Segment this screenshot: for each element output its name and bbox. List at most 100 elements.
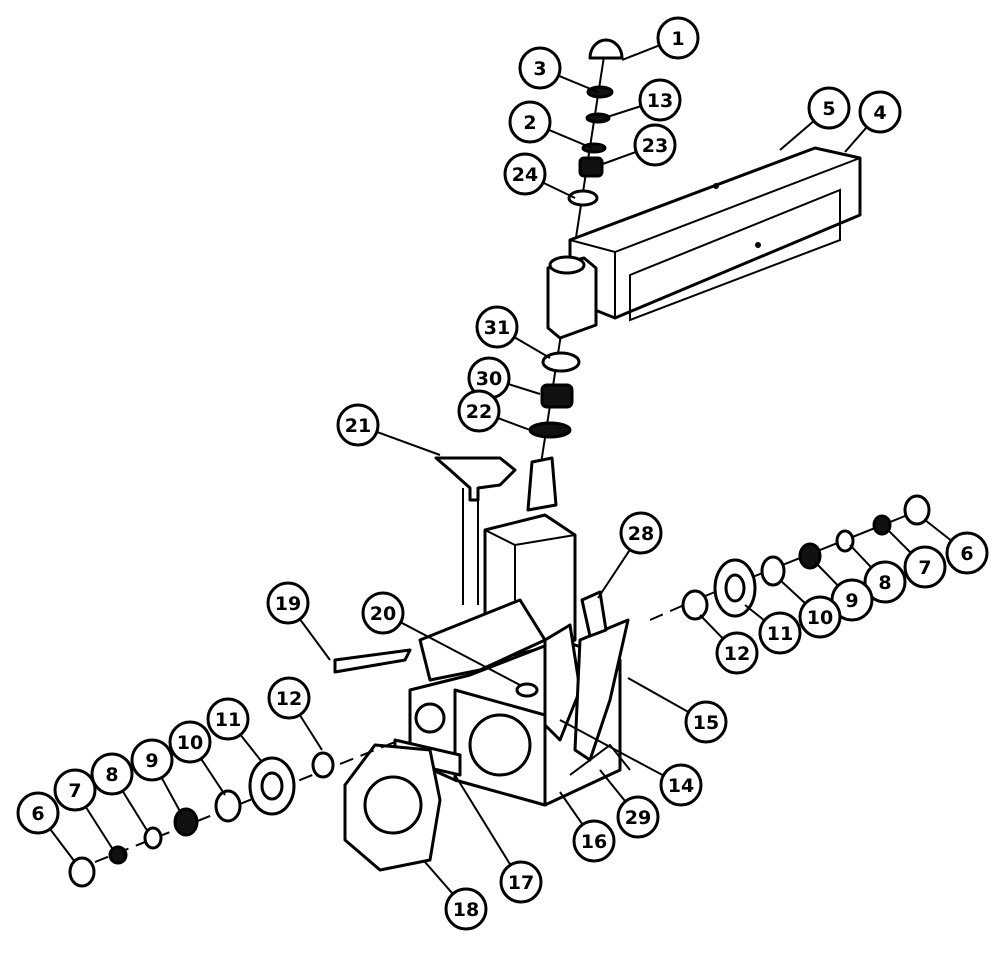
callout-leader — [597, 549, 631, 599]
part-clip-28 — [580, 590, 608, 638]
callout-circle — [656, 16, 700, 60]
callout-label: 14 — [668, 775, 694, 797]
callout-12: 12 — [699, 614, 759, 675]
callout-22: 22 — [457, 389, 531, 433]
callout-circle — [168, 720, 212, 764]
callout-4: 4 — [844, 90, 902, 153]
flange-hole-left — [260, 771, 284, 801]
callout-label: 10 — [807, 607, 833, 629]
callout-circle — [572, 819, 616, 863]
callout-label: 13 — [647, 90, 673, 112]
callout-label: 11 — [767, 623, 793, 645]
callout-circle — [508, 100, 552, 144]
part-washer-13 — [585, 112, 611, 124]
callout-label: 30 — [476, 368, 502, 390]
callout-12: 12 — [267, 676, 323, 751]
callout-circle — [684, 700, 728, 744]
callout-7: 7 — [887, 529, 947, 589]
callout-label: 10 — [177, 732, 203, 754]
callout-label: 17 — [508, 872, 534, 894]
callout-7: 7 — [53, 768, 113, 849]
part-ring-12-left — [311, 751, 335, 779]
callout-label: 24 — [512, 164, 538, 186]
callout-label: 12 — [276, 688, 302, 710]
callout-8: 8 — [849, 544, 907, 604]
callout-circle — [457, 389, 501, 433]
callout-16: 16 — [559, 791, 616, 863]
callout-2: 2 — [508, 100, 593, 149]
callout-circle — [518, 46, 562, 90]
part-head-housing — [568, 146, 862, 320]
callout-9: 9 — [814, 561, 874, 622]
callout-leader — [627, 677, 690, 714]
callout-28: 28 — [597, 511, 663, 599]
gearbox-bore — [468, 713, 532, 777]
callout-label: 28 — [628, 523, 654, 545]
callout-label: 8 — [105, 764, 118, 786]
callout-leader — [887, 529, 912, 554]
housing-panel — [629, 188, 841, 322]
callout-label: 22 — [466, 401, 492, 423]
callout-leader — [424, 861, 454, 895]
callout-circle — [266, 581, 310, 625]
part-seal-10-left — [214, 789, 242, 823]
callout-24: 24 — [503, 152, 576, 199]
part-bushing-31 — [541, 351, 581, 373]
callout-label: 12 — [724, 643, 750, 665]
callout-circle — [638, 78, 682, 122]
callout-leader — [779, 579, 806, 605]
callout-leader — [844, 126, 868, 153]
callout-label: 7 — [918, 557, 931, 579]
callout-label: 4 — [873, 102, 886, 124]
callout-circle — [807, 86, 851, 130]
callout-leader — [84, 806, 113, 849]
callout-5: 5 — [779, 86, 851, 151]
callout-leader — [779, 120, 815, 151]
callout-leader — [699, 614, 724, 640]
callout-3: 3 — [518, 46, 599, 93]
callout-leader — [121, 790, 149, 833]
flange-hole-right — [724, 573, 746, 603]
callout-leader — [400, 621, 521, 686]
callout-29: 29 — [599, 769, 660, 839]
callout-circle — [444, 887, 488, 931]
callout-label: 16 — [581, 831, 607, 853]
part-nut-23 — [578, 156, 604, 178]
callout-circle — [503, 152, 547, 196]
callout-leader — [559, 719, 664, 777]
callout-leader — [507, 383, 541, 395]
callout-leader — [924, 519, 952, 542]
callout-leader — [513, 336, 551, 359]
callout-21: 21 — [336, 403, 441, 456]
part-link-15 — [573, 618, 630, 762]
callout-circle — [758, 611, 802, 655]
callout-11: 11 — [744, 604, 802, 655]
callout-label: 1 — [671, 28, 684, 50]
callout-label: 20 — [370, 603, 396, 625]
housing-hole — [713, 183, 719, 189]
part-ring-7-right — [872, 514, 892, 536]
callout-leader — [603, 105, 642, 119]
callout-circle — [616, 795, 660, 839]
callout-circle — [798, 595, 842, 639]
callout-leader — [621, 44, 660, 61]
callout-label: 29 — [625, 807, 651, 829]
part-washer-8-left — [143, 826, 163, 850]
callout-leader — [160, 777, 183, 816]
callout-leader — [548, 128, 593, 149]
callout-leader — [239, 734, 263, 763]
cover-bore — [363, 775, 423, 835]
callout-8: 8 — [90, 752, 149, 833]
callout-23: 23 — [599, 123, 677, 167]
callout-label: 9 — [845, 590, 858, 612]
part-seal-10-right — [760, 555, 786, 587]
part-bearing-30 — [540, 383, 574, 409]
callout-circle — [206, 697, 250, 741]
callout-circle — [267, 676, 311, 720]
pivot-bore — [548, 255, 586, 275]
part-washer-8-right — [835, 529, 855, 553]
part-ring-7-left — [108, 845, 128, 865]
